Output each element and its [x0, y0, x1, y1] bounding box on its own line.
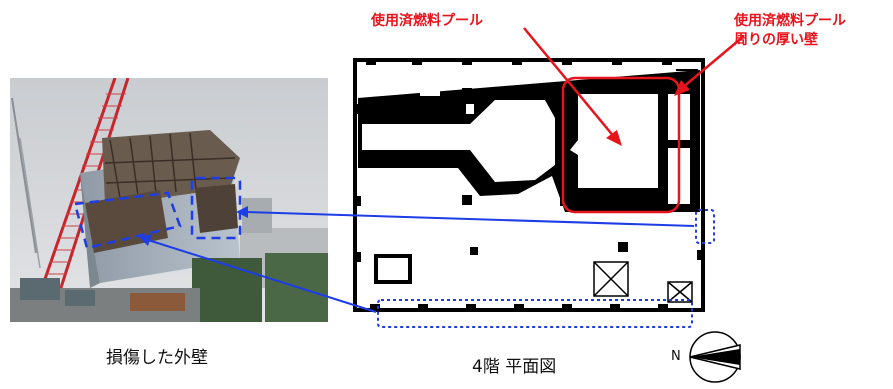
correspondence-arrows [139, 206, 695, 313]
photo-caption: 損傷した外壁 [106, 348, 208, 368]
pool-label-arrows [523, 27, 745, 146]
floor-plan [353, 58, 705, 312]
pool-wall-label-line1: 使用済燃料プール [734, 13, 846, 29]
pool-wall-highlight [561, 76, 681, 214]
spent-fuel-pool-label: 使用済燃料プール [371, 13, 483, 29]
wall-marker-south [377, 299, 693, 328]
pool-wall-label-line2: 周りの厚い壁 [734, 32, 818, 48]
compass-north-label: N [671, 349, 681, 364]
wall-marker-east [695, 209, 715, 244]
plan-caption: 4階 平面図 [472, 357, 557, 377]
north-compass [689, 331, 741, 383]
